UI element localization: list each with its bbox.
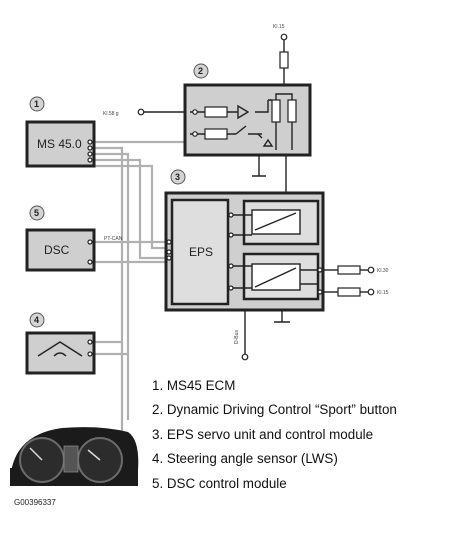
instrument-cluster <box>10 427 139 486</box>
switch-icon <box>235 125 247 135</box>
ecm-label: MS 45.0 <box>37 137 82 151</box>
kl58g-feed: Kl.58 g <box>103 108 185 117</box>
resistor-icon <box>204 106 228 118</box>
fuse-icon <box>337 287 361 297</box>
eps-label: EPS <box>189 245 213 259</box>
led-icon <box>237 104 250 120</box>
kl30-label: Kl.30 <box>377 268 389 274</box>
badge-5: 5 <box>34 208 39 218</box>
kl15-top-label: Kl.15 <box>273 24 285 30</box>
bus-wiring <box>94 140 185 432</box>
module-4-steering-angle-sensor: 4 <box>25 312 96 375</box>
figure-id: G00396337 <box>14 498 56 507</box>
pt-can-label: PT-CAN <box>104 236 123 242</box>
legend-item: 2. Dynamic Driving Control “Sport” butto… <box>152 402 397 418</box>
badge-4: 4 <box>34 315 39 325</box>
legend-item: 5. DSC control module <box>152 475 287 491</box>
module-2-sport-button: 2 <box>183 63 312 177</box>
module-5-dsc: DSC 5 PT-CAN <box>25 205 123 272</box>
led-icon <box>257 133 274 147</box>
kl58g-label: Kl.58 g <box>103 111 119 117</box>
component-legend: 1. MS45 ECM 2. Dynamic Driving Control “… <box>152 374 397 496</box>
legend-item: 1. MS45 ECM <box>152 378 236 393</box>
kl15-top-feed: Kl.15 <box>273 24 289 84</box>
legend-item: 4. Steering angle sensor (LWS) <box>152 451 338 467</box>
badge-2: 2 <box>198 66 203 76</box>
fuse-icon <box>337 265 361 275</box>
fuse-icon <box>279 51 289 69</box>
kl15-right-label: Kl.15 <box>377 290 389 296</box>
kl15-right-feed: Kl.15 <box>323 287 389 297</box>
badge-1: 1 <box>34 99 39 109</box>
badge-3: 3 <box>175 172 180 182</box>
d-bus-feed: D-Bus <box>234 310 249 361</box>
d-bus-label: D-Bus <box>234 330 240 344</box>
module-3-eps-unit: EPS 3 <box>164 169 325 323</box>
module-1-ecm: MS 45.0 1 <box>25 96 96 168</box>
steering-sensor-icon <box>37 341 83 357</box>
legend-item: 3. EPS servo unit and control module <box>152 426 374 442</box>
dsc-label: DSC <box>44 243 70 257</box>
kl30-feed: Kl.30 <box>323 265 389 275</box>
resistor-icon <box>204 128 228 140</box>
